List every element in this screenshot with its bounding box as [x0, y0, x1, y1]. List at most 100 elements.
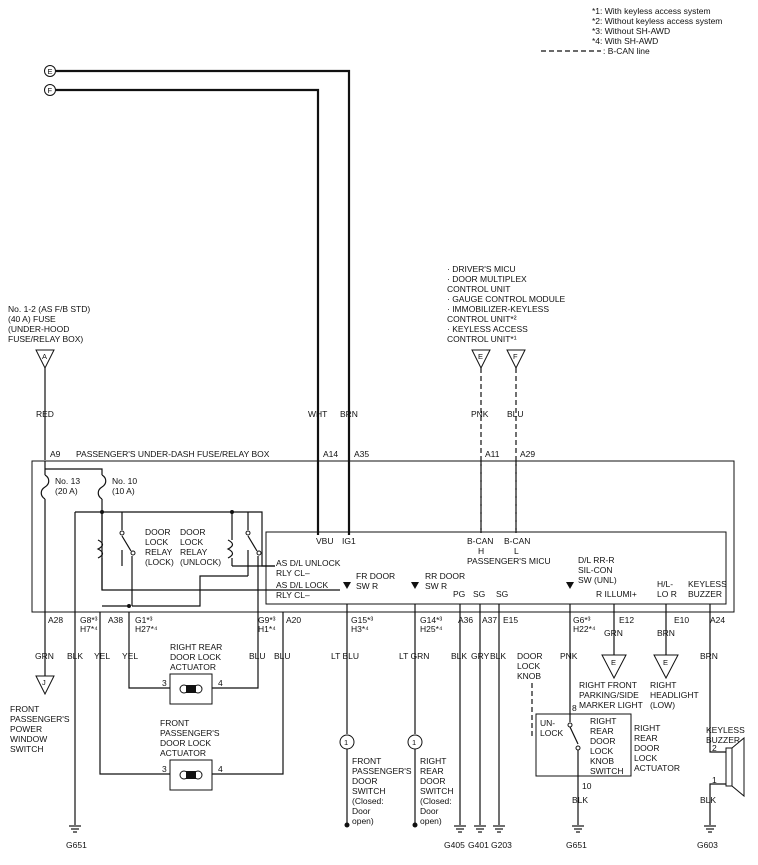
pin-a14: A14 [323, 449, 338, 459]
connector-f-triangle [506, 349, 526, 370]
ground-g203-icon [493, 825, 505, 833]
fp-door-lock-actuator: FRONT PASSENGER'S DOOR LOCK ACTUATOR 3 4 [160, 718, 223, 791]
headlight-line-3: (LOW) [650, 700, 675, 710]
rr-door-switch-line-6: Door [420, 806, 439, 816]
wire-wht-label: WHT [308, 409, 327, 419]
buzzer-icon [731, 736, 745, 798]
connector-e-label: E [478, 352, 483, 361]
fp-actuator-line-1: FRONT [160, 718, 189, 728]
micu-vbu-label: VBU [316, 536, 333, 546]
buzzer-line-2: BUZZER [706, 735, 740, 745]
micu-outline [265, 531, 727, 605]
legend-note-3: *3: Without SH-AWD [592, 26, 670, 36]
legend-note-1: *1: With keyless access system [592, 6, 711, 16]
pin-e10: E10 [674, 615, 689, 625]
headlight-line-2: HEADLIGHT [650, 690, 699, 700]
can-unit-line-5: · IMMOBILIZER-KEYLESS [447, 304, 549, 314]
pin-h1: H1*⁴ [258, 624, 276, 634]
pin-e15: E15 [503, 615, 518, 625]
rr-actuator-pin-3: 3 [162, 678, 167, 688]
can-unit-line-8: CONTROL UNIT*¹ [447, 334, 517, 344]
legend-note-4: *4: With SH-AWD [592, 36, 658, 46]
can-unit-line-7: · KEYLESS ACCESS [447, 324, 528, 334]
buzzer-line-1: KEYLESS [706, 725, 745, 735]
rr-actuator-line-1: RIGHT REAR [170, 642, 222, 652]
micu-unlock-rly-suffix: RLY CL– [276, 568, 310, 578]
pin-a38: A38 [108, 615, 123, 625]
wire-grn-label: GRN [35, 651, 54, 661]
fuse-13-icon [40, 474, 50, 500]
pin-g6: G6*³ [573, 615, 591, 625]
power-window-line-2: PASSENGER'S [10, 714, 70, 724]
micu-dl-sw-label-3: SW (UNL) [578, 575, 617, 585]
fp-door-switch-line-3: DOOR [352, 776, 378, 786]
ground-g651-right-label: G651 [566, 840, 587, 850]
micu-pg-label: PG [453, 589, 465, 599]
relay-unlock-label-4: (UNLOCK) [180, 557, 221, 567]
wire-blu-label: BLU [507, 409, 524, 419]
micu-sg1-label: SG [473, 589, 485, 599]
fuse-relay-box-title: PASSENGER'S UNDER-DASH FUSE/RELAY BOX [76, 449, 270, 459]
relay-unlock-coil-icon [226, 539, 234, 559]
wire-yel-label-2: YEL [122, 651, 138, 661]
pin-e12: E12 [619, 615, 634, 625]
knob-actuator-line-4: LOCK [634, 753, 657, 763]
wire-brn3-label: BRN [700, 651, 718, 661]
pin-a37: A37 [482, 615, 497, 625]
rr-door-switch-pin: 1 [412, 738, 416, 747]
pin-g9: G9*³ [258, 615, 276, 625]
fuse-10-rating: (10 A) [112, 486, 135, 496]
knob-actuator-line-1: RIGHT [634, 723, 660, 733]
buzzer-body [725, 747, 733, 787]
ground-g651-left-label: G651 [66, 840, 87, 850]
buzzer-pin-2: 2 [712, 743, 717, 753]
wire-blu-rr [212, 612, 259, 689]
ground-g405-label: G405 [444, 840, 465, 850]
fuse-10-icon [97, 474, 107, 500]
pin-a9: A9 [50, 449, 61, 459]
door-lock-relay-unlock: DOOR LOCK RELAY (UNLOCK) [132, 512, 275, 612]
knob-switch-line-4: LOCK [590, 746, 613, 756]
ground-g401-icon [474, 825, 486, 833]
relay-lock-label-1: DOOR [145, 527, 171, 537]
fp-door-switch-line-6: Door [352, 806, 371, 816]
pin-h27: H27*⁴ [135, 624, 158, 634]
relay-lock-label-2: LOCK [145, 537, 168, 547]
page-connector-e [44, 65, 56, 77]
fuse-source-line-3: (UNDER-HOOD [8, 324, 69, 334]
knob-actuator-line-5: ACTUATOR [634, 763, 680, 773]
connector-headlight-label: E [663, 658, 668, 667]
relay-unlock-label-3: RELAY [180, 547, 208, 557]
wire-lt-blu-label: LT BLU [331, 651, 359, 661]
micu-bcan-h-suffix: H [478, 546, 484, 556]
knob-actuator-line-2: REAR [634, 733, 658, 743]
buzzer-pin-1: 1 [712, 775, 717, 785]
rr-door-switch-line-7: open) [420, 816, 442, 826]
passengers-micu: VBU IG1 B-CAN H B-CAN L PASSENGER'S MICU… [265, 531, 727, 605]
wire-yel-rr [128, 612, 170, 689]
pin-a28: A28 [48, 615, 63, 625]
wire-pnk-label: PNK [471, 409, 489, 419]
wire-yel-label-1: YEL [94, 651, 110, 661]
wire-wht-from-f [56, 88, 320, 535]
wire-brn-from-e [56, 69, 351, 535]
pin-g15: G15*³ [351, 615, 373, 625]
relay-lock-coil-icon [96, 539, 104, 559]
ground-g405-icon [454, 825, 466, 833]
rr-door-switch-line-1: RIGHT [420, 756, 446, 766]
wire-brn-label: BRN [340, 409, 358, 419]
knob-switch-line-3: DOOR [590, 736, 616, 746]
can-unit-line-1: · DRIVER'S MICU [447, 264, 516, 274]
fp-door-switch-line-1: FRONT [352, 756, 381, 766]
door-lock-relay-lock: DOOR LOCK RELAY (LOCK) [96, 512, 174, 606]
knob-label-1: DOOR [517, 651, 543, 661]
knob-switch-unlock-label: UN- [540, 718, 555, 728]
fuse-relay-box-outline [31, 460, 735, 613]
connector-headlight-triangle [653, 654, 679, 680]
micu-illumi-label: R ILLUMI+ [596, 589, 637, 599]
micu-hl-suffix: LO R [657, 589, 677, 599]
power-window-line-4: WINDOW [10, 734, 47, 744]
connector-j-triangle [35, 675, 55, 696]
wire-blu-label-1: BLU [249, 651, 266, 661]
